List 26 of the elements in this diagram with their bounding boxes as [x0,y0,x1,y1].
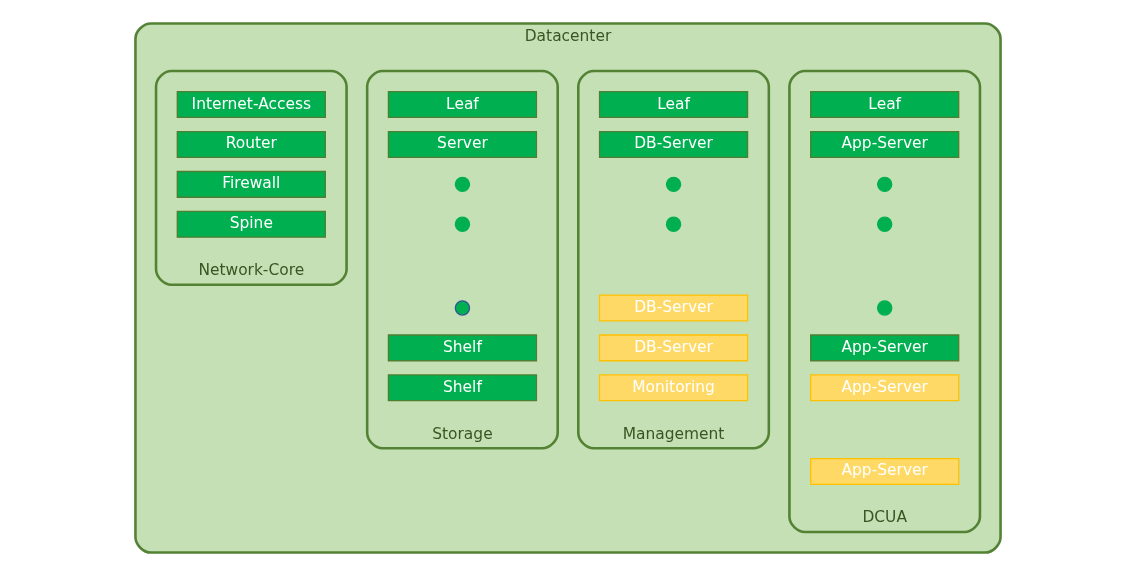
node-circle [665,216,682,232]
node-box: Shelf [387,374,538,402]
node-box: App-Server [810,334,960,362]
node-box: Leaf [598,91,749,119]
node-box: Server [387,130,538,158]
node-box: Internet-Access [176,91,326,119]
node-circle [454,176,471,193]
node-box: Monitoring [598,374,749,402]
node-circle [876,300,893,316]
node-box: Shelf [387,334,538,362]
node-box: App-Server [810,457,960,485]
node-box: App-Server [810,130,960,158]
node-circle [876,216,893,232]
node-circle [665,176,682,193]
node-box: Leaf [387,91,538,119]
node-box: Router [176,130,326,158]
node-box: Firewall [176,170,326,198]
node-box: App-Server [810,374,960,402]
node-circle [454,216,471,232]
node-circle [876,176,893,193]
node-box: Spine [176,210,326,238]
node-box: DB-Server [598,130,749,158]
node-box: DB-Server [598,294,749,322]
node-box: Leaf [810,91,960,119]
node-box: DB-Server [598,334,749,362]
node-circle [454,300,471,316]
